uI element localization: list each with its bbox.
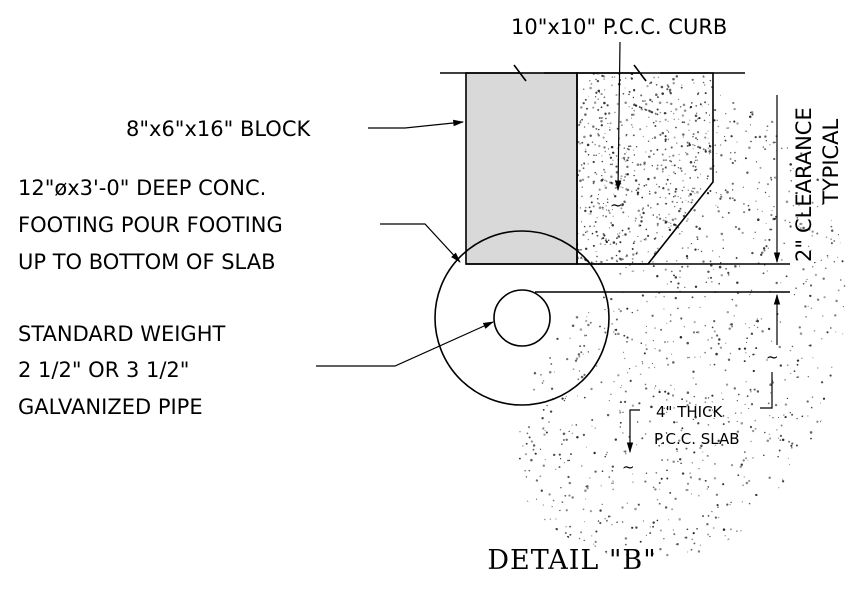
slab-label-1: 4" THICK <box>656 403 724 421</box>
concrete-footing <box>434 230 610 406</box>
slab-break-mark: ~ <box>766 348 779 366</box>
clearance-dimension: 2" <box>792 239 816 262</box>
curb-break-mark: ~ <box>610 196 623 214</box>
top-break-line <box>440 64 745 82</box>
curb-label: 10"x10" P.C.C. CURB <box>511 15 727 39</box>
slab-depth-leader <box>626 409 640 454</box>
slab-depth-break-mark: ~ <box>622 458 635 476</box>
block-label: 8"x6"x16" BLOCK <box>126 117 312 141</box>
footing-leader <box>380 223 461 263</box>
footing-label-3: UP TO BOTTOM OF SLAB <box>18 250 276 274</box>
footing-label-2: FOOTING POUR FOOTING <box>18 213 283 237</box>
curb-stipple <box>577 73 713 264</box>
typical-label: TYPICAL <box>819 118 843 205</box>
block-leader <box>368 119 465 129</box>
galvanized-pipe <box>493 289 551 347</box>
footing-label-1: 12"øx3'-0" DEEP CONC. <box>18 176 266 200</box>
pipe-label-1: STANDARD WEIGHT <box>18 322 225 346</box>
curb-leader <box>614 41 622 192</box>
pipe-leader <box>316 321 494 367</box>
pipe-label-3: GALVANIZED PIPE <box>18 395 203 419</box>
pipe-label-2: 2 1/2" OR 3 1/2" <box>18 358 189 382</box>
detail-title: DETAIL "B" <box>487 545 656 576</box>
slab-label-2: P.C.C. SLAB <box>654 430 740 448</box>
clearance-label: CLEARANCE <box>792 107 816 233</box>
slab-leader <box>760 372 773 409</box>
masonry-block <box>465 72 578 265</box>
